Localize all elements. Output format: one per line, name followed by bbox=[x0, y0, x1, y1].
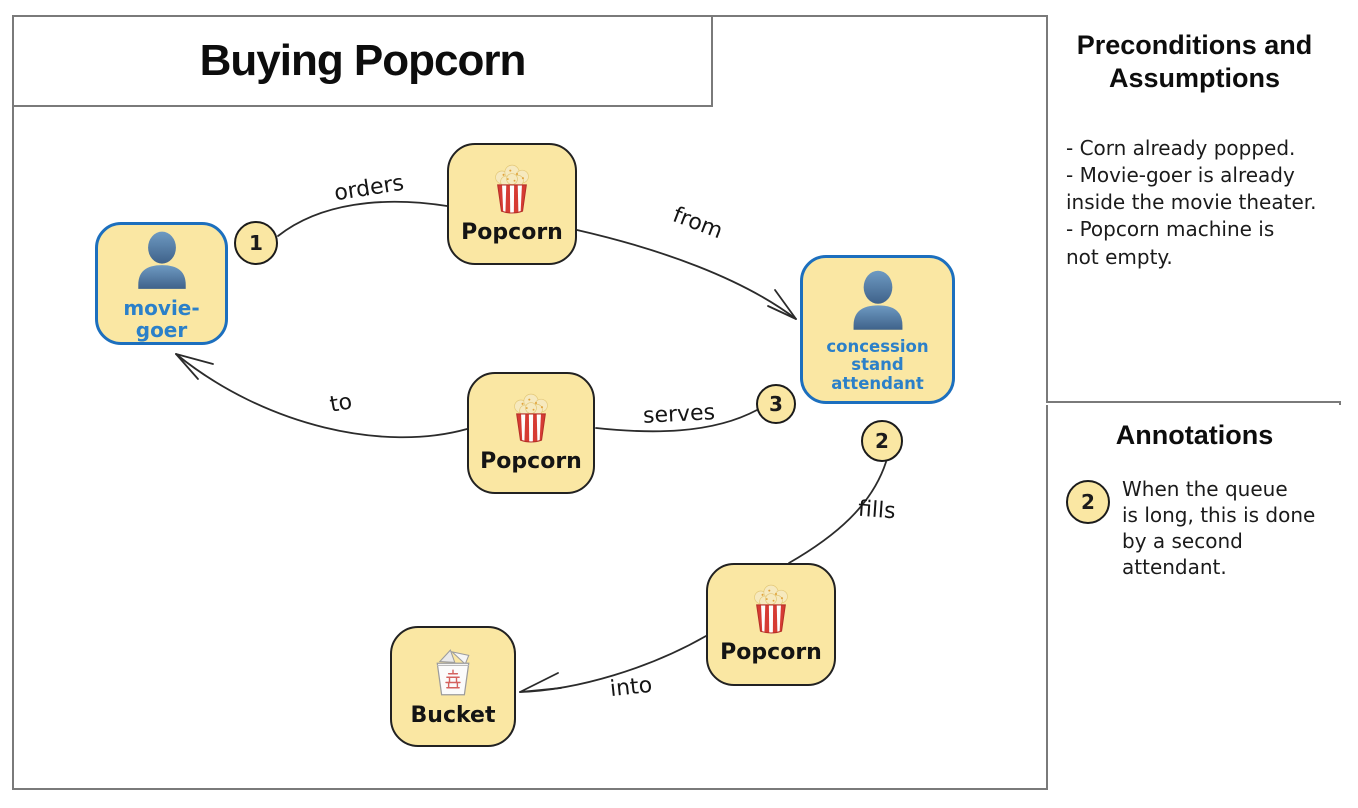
node-label: Popcorn bbox=[720, 640, 822, 666]
annotation-item: 2 When the queue is long, this is done b… bbox=[1048, 452, 1341, 580]
edge-label-fills[interactable]: fills bbox=[857, 496, 897, 525]
node-label: Bucket bbox=[410, 703, 496, 729]
preconditions-text: - Corn already popped. - Movie-goer is a… bbox=[1066, 135, 1317, 269]
edge-label-to[interactable]: to bbox=[327, 389, 355, 418]
sequence-marker-2[interactable]: 2 bbox=[861, 420, 903, 462]
popcorn-icon bbox=[504, 392, 558, 446]
annotation-number: 2 bbox=[1081, 489, 1095, 514]
page-title: Buying Popcorn bbox=[199, 36, 527, 85]
annotations-panel: Annotations 2 When the queue is long, th… bbox=[1046, 405, 1341, 790]
marker-number: 1 bbox=[249, 231, 263, 255]
takeout-box-icon bbox=[424, 644, 482, 700]
person-icon bbox=[840, 266, 916, 334]
edge-label-into[interactable]: into bbox=[608, 672, 654, 703]
node-bucket[interactable]: Bucket bbox=[390, 626, 516, 747]
preconditions-title: Preconditions and Assumptions bbox=[1076, 30, 1313, 93]
annotation-badge: 2 bbox=[1066, 479, 1110, 524]
node-concession-stand-attendant[interactable]: concession stand attendant bbox=[800, 255, 955, 404]
node-movie-goer[interactable]: movie-goer bbox=[95, 222, 228, 345]
marker-number: 3 bbox=[769, 392, 783, 416]
marker-number: 2 bbox=[875, 429, 889, 453]
node-label: Popcorn bbox=[480, 448, 582, 474]
person-icon bbox=[126, 227, 198, 293]
popcorn-icon bbox=[744, 583, 798, 637]
edge-label-serves[interactable]: serves bbox=[642, 400, 716, 429]
annotation-text: When the queue is long, this is done by … bbox=[1122, 476, 1316, 579]
sequence-marker-1[interactable]: 1 bbox=[234, 221, 278, 265]
node-popcorn-middle[interactable]: Popcorn bbox=[467, 372, 595, 494]
node-label: Popcorn bbox=[461, 219, 563, 245]
node-label: movie-goer bbox=[123, 295, 200, 342]
node-popcorn-bottom[interactable]: Popcorn bbox=[706, 563, 836, 686]
annotations-title: Annotations bbox=[1115, 420, 1274, 450]
popcorn-icon bbox=[485, 163, 539, 217]
sequence-marker-3[interactable]: 3 bbox=[756, 384, 796, 424]
preconditions-panel: Preconditions and Assumptions - Corn alr… bbox=[1046, 15, 1341, 403]
node-popcorn-top[interactable]: Popcorn bbox=[447, 143, 577, 265]
title-box: Buying Popcorn bbox=[12, 15, 713, 107]
node-label: concession stand attendant bbox=[826, 337, 929, 393]
